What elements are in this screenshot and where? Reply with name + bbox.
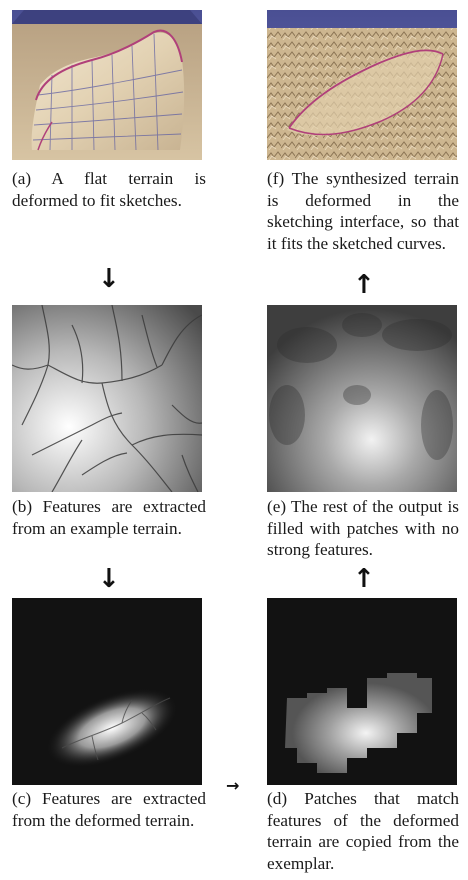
panel-c-image <box>12 598 202 785</box>
panel-a-image <box>12 10 202 160</box>
caption-c: (c) Features are extracted from the defo… <box>12 789 206 830</box>
caption-b: (b) Features are extracted from an examp… <box>12 497 206 538</box>
caption-f: (f) The synthesized terrain is deformed … <box>267 169 459 253</box>
arrow-right-icon: → <box>226 776 240 795</box>
panel-e-image <box>267 305 457 492</box>
caption-e: (e) The rest of the output is filled wit… <box>267 497 459 559</box>
panel-b-image <box>12 305 202 492</box>
arrow-up-icon: ↑ <box>353 564 375 594</box>
arrow-up-icon: ↑ <box>353 270 375 300</box>
caption-a: (a) A flat terrain is deformed to fit sk… <box>12 169 206 210</box>
arrow-down-icon: ↓ <box>98 564 120 594</box>
arrow-down-icon: ↓ <box>98 264 120 294</box>
panel-d-image <box>267 598 457 785</box>
panel-f-image <box>267 10 457 160</box>
caption-d: (d) Patches that match features of the d… <box>267 789 459 873</box>
